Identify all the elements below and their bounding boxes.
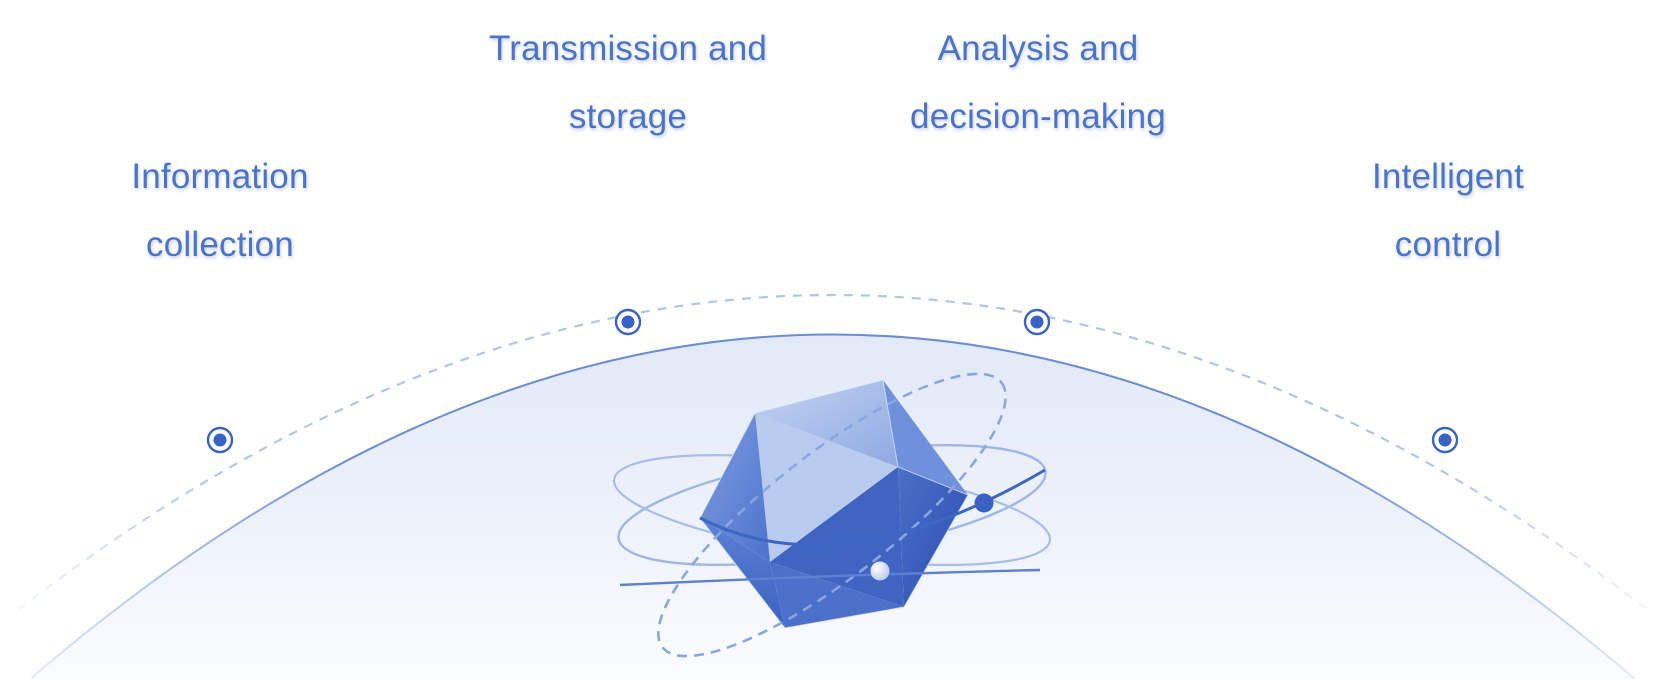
- orbit-front-2: [619, 568, 1041, 587]
- satellite-dot: [974, 493, 994, 513]
- stage-label-line: collection: [146, 225, 294, 264]
- stage-label-line: storage: [568, 97, 688, 136]
- marker-1: [206, 426, 234, 454]
- marker-4: [1431, 426, 1459, 454]
- stage-label-line: Information: [131, 157, 309, 196]
- dashed-arc: [17, 293, 1649, 611]
- stage-label-transmission-storage: Transmission and storage: [448, 15, 808, 151]
- stage-label-line: Transmission and: [488, 29, 768, 68]
- stage-label-intelligent-control: Intelligent control: [1268, 143, 1628, 279]
- stage-label-analysis-decision: Analysis and decision-making: [858, 15, 1218, 151]
- stage-label-line: Intelligent: [1371, 157, 1525, 196]
- stage-label-line: Analysis and: [937, 29, 1139, 68]
- stage-label-line: control: [1394, 225, 1502, 264]
- stage-label-line: decision-making: [910, 97, 1166, 136]
- orbit-dashed: [657, 372, 1007, 658]
- marker-3: [1023, 308, 1051, 336]
- marker-2: [614, 308, 642, 336]
- dome-edge: [29, 333, 1636, 679]
- stage-label-information-collection: Information collection: [40, 143, 400, 279]
- icosahedron-icon: [612, 372, 1052, 658]
- satellite-pearl: [870, 561, 890, 581]
